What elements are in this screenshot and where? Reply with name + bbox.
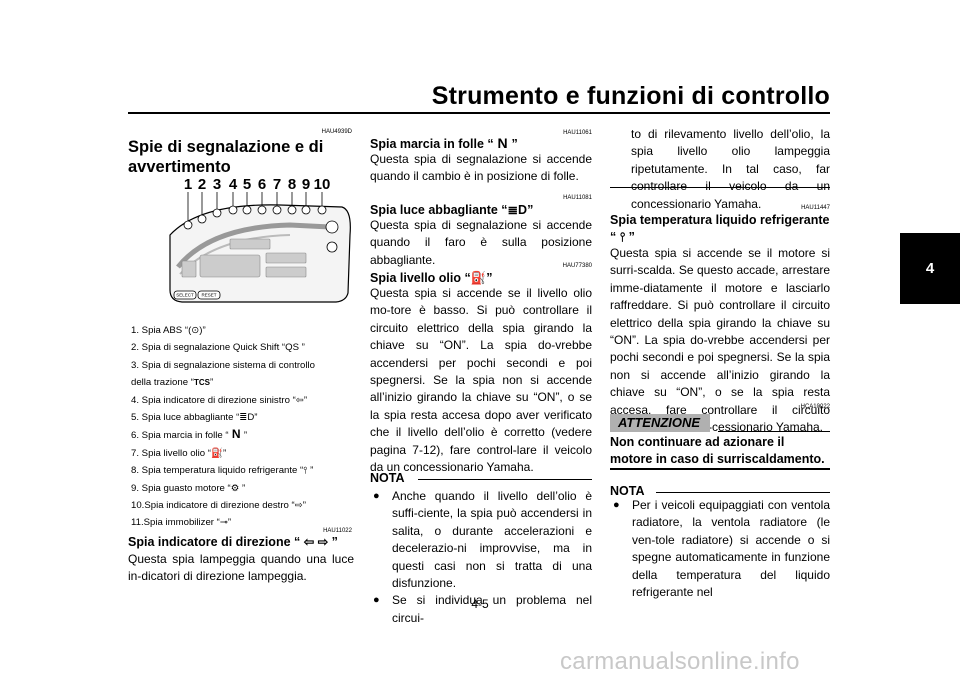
instrument-cluster-figure: 1 2 3 4 5 6 7 8 9 10 11 bbox=[169, 176, 351, 303]
oil-level-heading: Spia livello olio “⛽” bbox=[370, 271, 493, 285]
high-beam-icon: ≣D bbox=[239, 412, 255, 424]
list-item: ●Se si individua un problema nel circui- bbox=[373, 593, 592, 625]
page-number: 4-5 bbox=[471, 597, 489, 611]
nota-bullets: ●Anche quando il livello dell’olio è suf… bbox=[370, 488, 592, 627]
section-code: HAU11061 bbox=[563, 130, 592, 136]
attenzione-label: ATTENZIONE bbox=[618, 415, 701, 430]
callout-9: 9 bbox=[302, 176, 310, 193]
attenzione-text: Non continuare ad azionare il motore in … bbox=[610, 435, 825, 466]
callout-5: 5 bbox=[243, 176, 251, 193]
section-code: HAU11447 bbox=[801, 205, 830, 211]
legend-item: della trazione “TCS” bbox=[131, 377, 214, 389]
legend-item: 8. Spia temperatura liquido refrigerante… bbox=[131, 465, 314, 477]
neutral-text: Questa spia di segnalazione si accende q… bbox=[370, 152, 592, 184]
legend-item: 11.Spia immobilizer “⊸” bbox=[131, 517, 232, 529]
callout-6: 6 bbox=[258, 176, 266, 193]
coolant-temp-heading: Spia temperatura liquido refrigerante “ … bbox=[610, 213, 830, 244]
callout-3: 3 bbox=[213, 176, 221, 193]
nota-label: NOTA bbox=[370, 471, 405, 485]
section-code: HAU11022 bbox=[323, 528, 352, 534]
legend-item: 4. Spia indicatore di direzione sinistro… bbox=[131, 394, 308, 406]
callout-7: 7 bbox=[273, 176, 281, 193]
callout-2: 2 bbox=[198, 176, 206, 193]
header-rule bbox=[128, 112, 830, 114]
quick-shift-icon: QS bbox=[285, 342, 299, 354]
callout-8: 8 bbox=[288, 176, 296, 193]
neutral-heading: Spia marcia in folle “ N ” bbox=[370, 135, 518, 151]
callout-4: 4 bbox=[229, 176, 238, 193]
coolant-temp-icon: ⫯ bbox=[303, 465, 308, 477]
nota-label: NOTA bbox=[610, 484, 645, 498]
section-code: HAU77380 bbox=[562, 263, 592, 269]
turn-right-icon: ⇨ bbox=[294, 500, 303, 512]
neutral-icon: N bbox=[493, 135, 512, 151]
nota-bullets: ●Per i veicoli equipaggiati con ventola … bbox=[610, 497, 830, 601]
turn-left-icon: ⇦ bbox=[300, 535, 318, 549]
high-beam-text: Questa spia di segnalazione si accende q… bbox=[370, 218, 592, 267]
tcs-icon: TCS bbox=[193, 378, 210, 388]
immobilizer-icon: ⊸ bbox=[219, 517, 228, 529]
turn-signal-text: Questa spia lampeggia quando una luce in… bbox=[128, 552, 354, 584]
legend-item: 1. Spia ABS “(⊙)” bbox=[131, 325, 206, 336]
section-title: Spie di segnalazione e di avvertimento bbox=[128, 138, 324, 176]
high-beam-heading: Spia luce abbagliante “≣D” bbox=[370, 203, 534, 217]
legend-item: 5. Spia luce abbagliante “≣D” bbox=[131, 412, 258, 424]
callout-10: 10 bbox=[314, 176, 331, 193]
section-divider bbox=[610, 187, 830, 188]
legend-item: 9. Spia guasto motore “⚙ ” bbox=[131, 482, 246, 494]
nota-box: NOTA bbox=[610, 482, 830, 500]
callout-1: 1 bbox=[184, 176, 192, 193]
turn-signal-heading: Spia indicatore di direzione “ ⇦ ⇨ ” bbox=[128, 535, 338, 549]
section-divider bbox=[610, 468, 830, 470]
high-beam-icon: ≣D bbox=[507, 203, 528, 217]
attenzione-box: ATTENZIONE bbox=[610, 414, 830, 434]
select-button-label: SELECT bbox=[176, 293, 194, 298]
oil-level-text: Questa spia si accende se il livello oli… bbox=[370, 286, 592, 475]
turn-right-icon: ⇨ bbox=[317, 535, 332, 549]
oil-level-icon: ⛽ bbox=[470, 271, 487, 285]
turn-left-icon: ⇦ bbox=[295, 394, 304, 406]
legend-item: 6. Spia marcia in folle “ N ” bbox=[131, 427, 248, 442]
figure-legend: 1. Spia ABS “(⊙)” 2. Spia di segnalazion… bbox=[131, 322, 363, 532]
list-item: ●Per i veicoli equipaggiati con ventola … bbox=[613, 498, 830, 600]
chapter-tab: 4 bbox=[900, 233, 960, 304]
oil-level-icon: ⛽ bbox=[211, 447, 223, 459]
section-code: HCA10022 bbox=[800, 404, 830, 410]
legend-item: 7. Spia livello olio “⛽” bbox=[131, 447, 227, 459]
legend-item: 2. Spia di segnalazione Quick Shift “QS … bbox=[131, 342, 305, 354]
engine-trouble-icon: ⚙ bbox=[230, 482, 240, 494]
section-code: HAU4939D bbox=[321, 129, 352, 135]
section-code: HAU11081 bbox=[563, 195, 592, 201]
page-header-title: Strumento e funzioni di controllo bbox=[431, 82, 830, 110]
legend-item: 10.Spia indicatore di direzione destro “… bbox=[131, 500, 306, 512]
coolant-temp-icon: ⫯ bbox=[616, 230, 629, 244]
neutral-icon: N bbox=[228, 427, 244, 442]
legend-item: 3. Spia di segnalazione sistema di contr… bbox=[131, 359, 315, 371]
reset-button-label: RESET bbox=[201, 293, 216, 298]
list-item: ●Anche quando il livello dell’olio è suf… bbox=[373, 489, 592, 591]
nota-box: NOTA bbox=[370, 469, 592, 487]
abs-icon: (⊙) bbox=[188, 325, 203, 336]
watermark: carmanualsonline.info bbox=[560, 648, 800, 675]
oil-level-continued-text: to di rilevamento livello dell’olio, la … bbox=[631, 127, 830, 211]
